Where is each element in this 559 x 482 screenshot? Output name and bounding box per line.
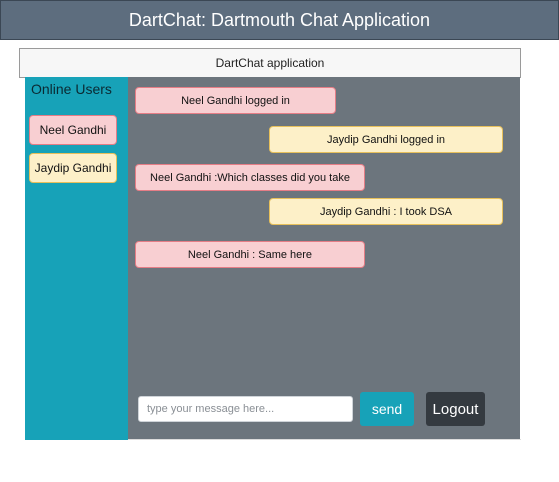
message-input[interactable] [138, 396, 353, 422]
send-button[interactable]: send [360, 392, 414, 426]
app-title-bar: DartChat: Dartmouth Chat Application [0, 0, 559, 40]
message-bubble: Neel Gandhi : Same here [135, 241, 365, 268]
user-item-jaydip-gandhi[interactable]: Jaydip Gandhi [29, 153, 117, 183]
message-bubble: Neel Gandhi logged in [135, 87, 336, 114]
online-users-sidebar: Online Users Neel Gandhi Jaydip Gandhi [25, 77, 128, 440]
panel-header-text: DartChat application [215, 56, 325, 70]
panel-header: DartChat application [19, 48, 521, 78]
message-text: Jaydip Gandhi : I took DSA [319, 205, 453, 218]
message-bubble: Jaydip Gandhi logged in [269, 126, 503, 153]
message-text: Jaydip Gandhi logged in [326, 133, 446, 146]
online-users-title: Online Users [31, 81, 112, 97]
message-bubble: Neel Gandhi :Which classes did you take [135, 164, 365, 191]
app-title: DartChat: Dartmouth Chat Application [128, 9, 431, 30]
send-button-label: send [371, 401, 403, 417]
user-item-neel-gandhi[interactable]: Neel Gandhi [29, 115, 117, 145]
chat-area-border [128, 439, 521, 440]
message-text: Neel Gandhi :Which classes did you take [150, 171, 350, 184]
message-text: Neel Gandhi logged in [181, 94, 290, 107]
message-bubble: Jaydip Gandhi : I took DSA [269, 198, 503, 225]
user-name: Jaydip Gandhi [34, 161, 112, 175]
message-text: Neel Gandhi : Same here [187, 248, 313, 261]
logout-button-label: Logout [432, 400, 479, 418]
logout-button[interactable]: Logout [426, 392, 485, 426]
user-name: Neel Gandhi [39, 123, 107, 137]
